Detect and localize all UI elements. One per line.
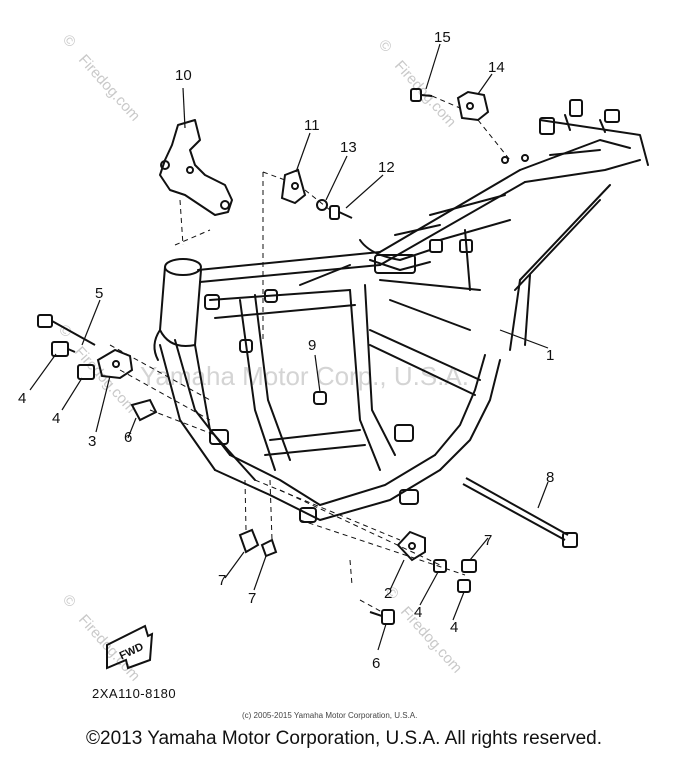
watermark-site: Firedog.com (75, 51, 143, 124)
callout-14: 14 (488, 59, 505, 76)
watermark-center: Yamaha Motor Corp., U.S.A. (140, 361, 469, 391)
callout-8: 8 (546, 469, 554, 486)
callout-6: 6 (124, 429, 132, 446)
callout-4: 4 (450, 619, 458, 636)
callout-7: 7 (248, 590, 256, 607)
watermark-symbol: © (375, 36, 395, 56)
footer-copyright: ©2013 Yamaha Motor Corporation, U.S.A. A… (86, 728, 602, 749)
callout-11: 11 (304, 117, 320, 134)
part-code: 2XA110-8180 (92, 686, 176, 701)
watermark-site: Firedog.com (391, 57, 459, 130)
callout-15: 15 (434, 29, 451, 46)
left-hardware (37, 314, 158, 422)
bottom-hardware (238, 528, 477, 625)
callout-2: 2 (384, 585, 392, 602)
watermark-symbol: © (59, 31, 79, 51)
part-14-bracket (456, 90, 490, 122)
part-12-bolt (329, 205, 353, 220)
watermark-symbol: © (59, 591, 79, 611)
callout-4: 4 (414, 604, 422, 621)
main-frame (153, 99, 649, 523)
callout-6: 6 (372, 655, 380, 672)
callout-7: 7 (218, 572, 226, 589)
callout-3: 3 (88, 433, 96, 450)
callout-10: 10 (175, 67, 192, 84)
leader-lines (29, 43, 549, 651)
part-8-long-bolt (462, 477, 578, 548)
part-13-nut (316, 199, 328, 211)
callout-7: 7 (484, 532, 492, 549)
assembly-lines (109, 95, 511, 613)
callout-5: 5 (95, 285, 103, 302)
callout-9: 9 (308, 337, 316, 354)
callout-13: 13 (340, 139, 357, 156)
part-15-bolt (410, 88, 433, 102)
callout-4: 4 (18, 390, 26, 407)
callout-1: 1 (546, 347, 554, 364)
part-10-bracket (159, 119, 233, 216)
part-9-nut (313, 391, 327, 405)
part-11-plate (280, 168, 307, 205)
small-copyright: (c) 2005-2015 Yamaha Motor Corporation, … (242, 711, 417, 720)
callout-labels: 1 2 3 4 4 4 4 5 6 6 7 7 7 8 9 10 11 12 1… (18, 29, 554, 672)
callout-12: 12 (378, 159, 395, 176)
callout-4: 4 (52, 410, 60, 427)
